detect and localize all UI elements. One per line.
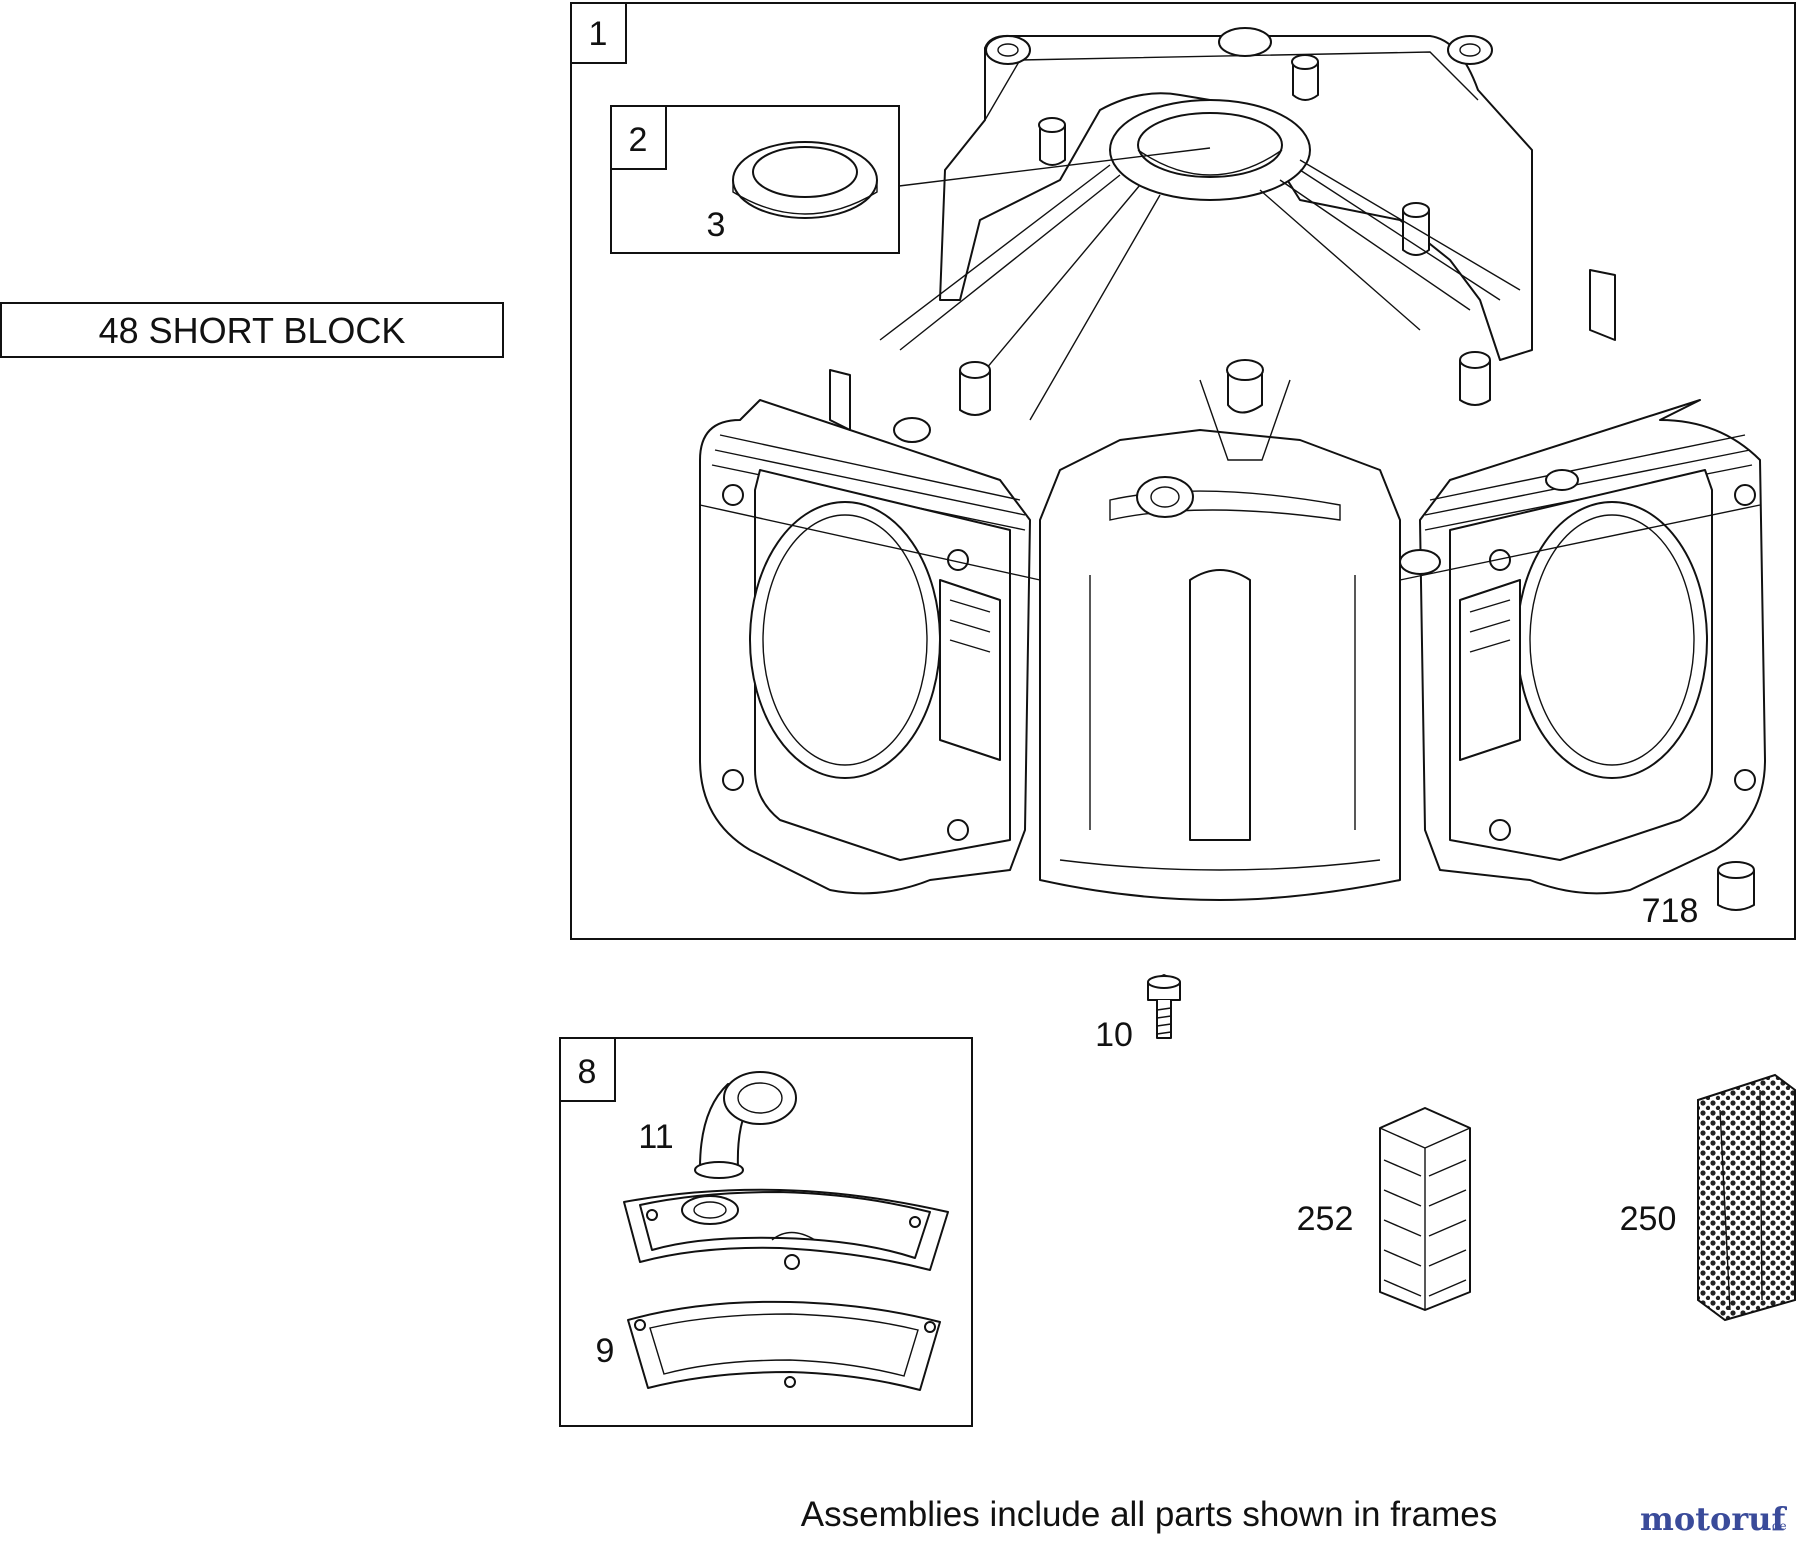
dowel-pin-icon[interactable] <box>1717 861 1755 911</box>
title-box: 48 SHORT BLOCK <box>0 302 504 358</box>
watermark-sub: .de <box>1768 1519 1787 1533</box>
oil-seal-icon[interactable] <box>732 141 878 219</box>
breather-cover-icon[interactable] <box>623 1188 949 1271</box>
part-11-label: 11 <box>638 1118 673 1156</box>
breather-tube-icon[interactable] <box>694 1071 797 1179</box>
watermark-logo: motoruf .de <box>1640 1500 1787 1538</box>
frame-1: 1 <box>570 2 1796 940</box>
watermark-main: motoruf <box>1640 1500 1787 1538</box>
part-718-label: 718 <box>1642 892 1699 930</box>
filter-block-icon[interactable] <box>1379 1107 1471 1311</box>
part-250-label: 250 <box>1620 1200 1677 1238</box>
part-3-label: 3 <box>707 206 726 244</box>
title-label: 48 SHORT BLOCK <box>99 310 406 351</box>
frame-1-label: 1 <box>589 15 608 53</box>
screw-icon[interactable] <box>1147 974 1181 1039</box>
frame-8: 8 <box>559 1037 973 1427</box>
frame-8-label: 8 <box>578 1053 597 1091</box>
caption: Assemblies include all parts shown in fr… <box>801 1495 1497 1534</box>
frame-2: 2 <box>610 105 900 254</box>
leader-line-3 <box>898 147 1211 187</box>
gasket-icon[interactable] <box>627 1300 941 1391</box>
part-9-label: 9 <box>596 1332 615 1370</box>
frame-2-label: 2 <box>629 121 648 159</box>
part-10-label: 10 <box>1095 1016 1133 1054</box>
cylinder-block-icon[interactable] <box>699 27 1766 901</box>
mesh-filter-icon[interactable] <box>1697 1073 1796 1322</box>
part-252-label: 252 <box>1297 1200 1354 1238</box>
